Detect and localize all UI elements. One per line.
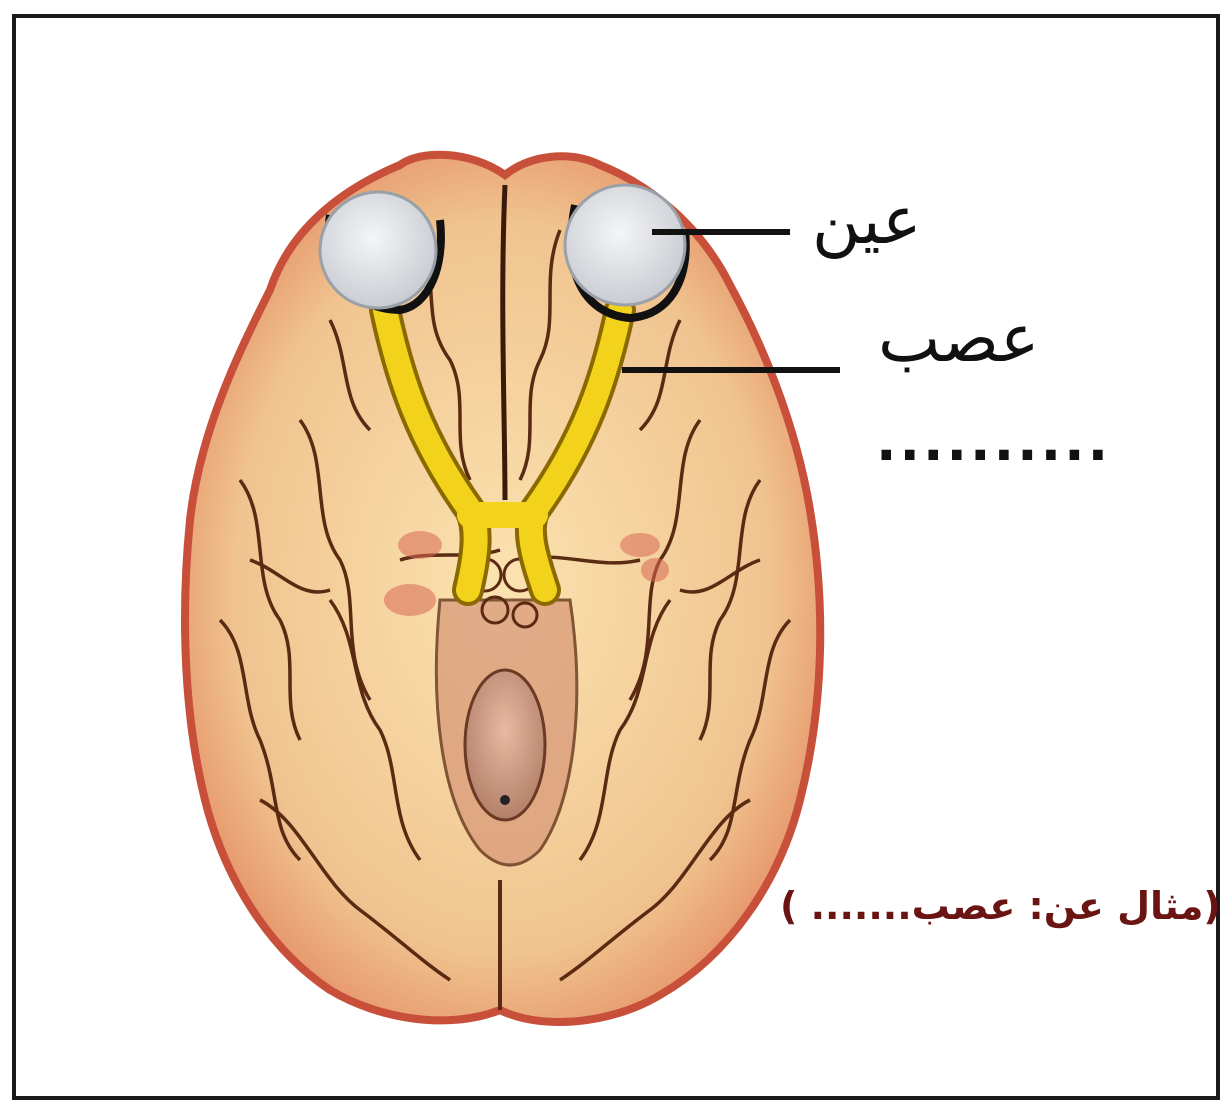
example-caption: (مثال عن: عصب....... ) — [780, 884, 1221, 928]
brain-icon — [185, 155, 820, 1022]
nerve-label: عصب — [878, 300, 1039, 377]
blank-answer-line: .......... — [876, 410, 1111, 473]
eye-label: عين — [812, 182, 922, 259]
